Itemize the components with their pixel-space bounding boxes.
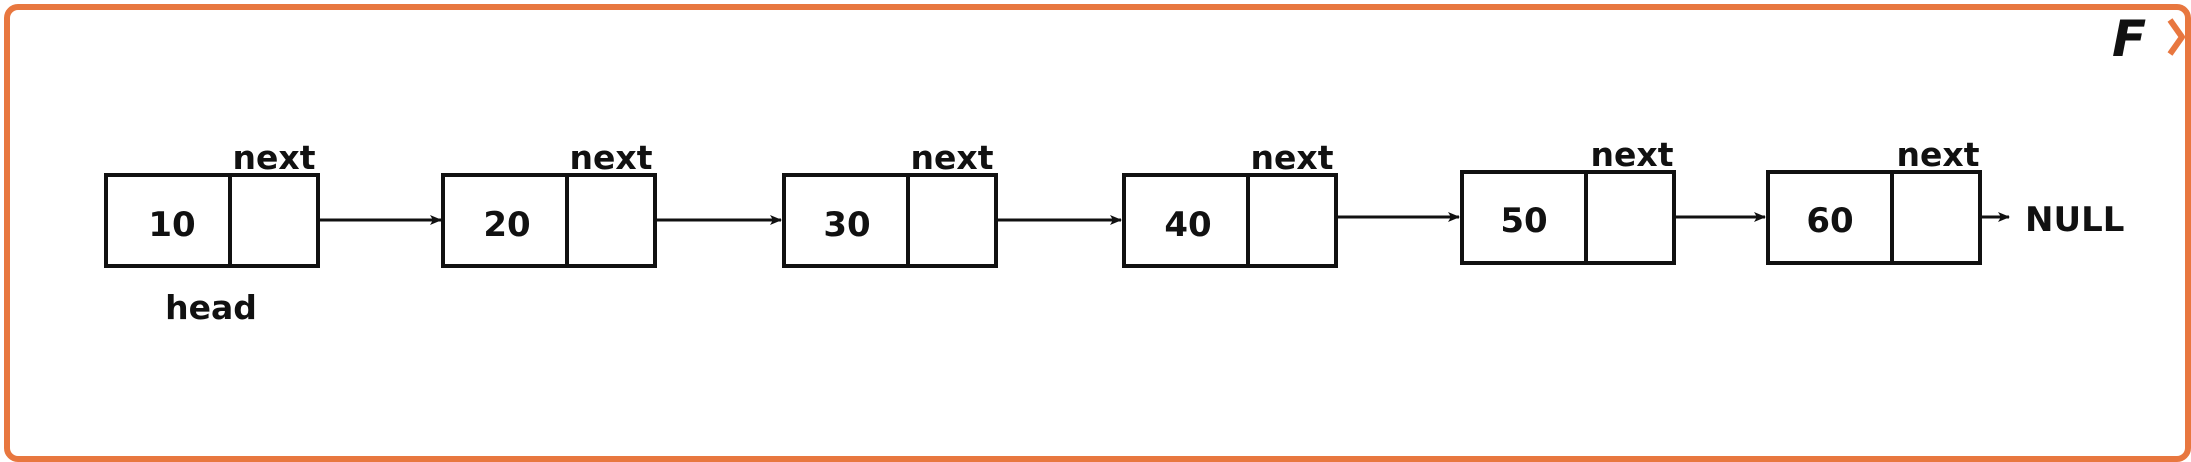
list-node-3: 30 next <box>782 138 998 268</box>
node-value: 60 <box>1806 201 1853 241</box>
list-node-4: 40 next <box>1122 138 1338 268</box>
next-label: next <box>1591 135 1674 174</box>
node-value: 20 <box>483 205 530 245</box>
next-label: next <box>911 138 994 177</box>
node-value: 40 <box>1164 205 1211 245</box>
node-box <box>1460 170 1676 265</box>
list-node-2: 20 next <box>441 138 657 268</box>
brand-logo: F <box>2112 10 2185 68</box>
node-value: 30 <box>823 205 870 245</box>
list-node-5: 50 next <box>1460 135 1676 265</box>
node-value: 10 <box>148 205 195 245</box>
next-label: next <box>233 138 316 177</box>
next-label: next <box>1897 135 1980 174</box>
list-node-1: 10 next <box>104 138 320 268</box>
head-label: head <box>165 288 257 327</box>
null-terminator: NULL <box>2025 200 2124 240</box>
logo-chevron-icon <box>2167 18 2185 56</box>
logo-letter: F <box>2112 10 2146 68</box>
node-value: 50 <box>1500 201 1547 241</box>
node-box <box>441 173 657 268</box>
next-label: next <box>1251 138 1334 177</box>
list-node-6: 60 next <box>1766 135 1982 265</box>
node-box <box>782 173 998 268</box>
node-box <box>104 173 320 268</box>
node-box <box>1122 173 1338 268</box>
next-label: next <box>570 138 653 177</box>
node-box <box>1766 170 1982 265</box>
